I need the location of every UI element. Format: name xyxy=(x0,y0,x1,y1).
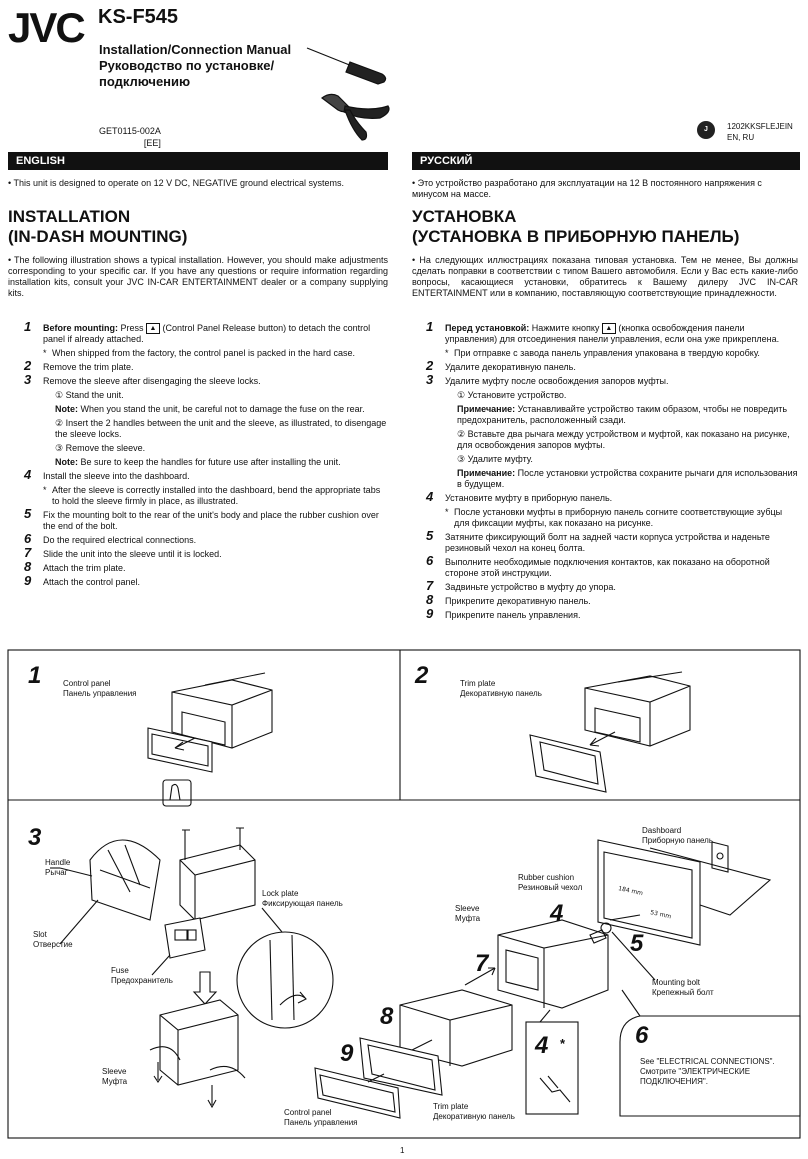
tab-closeup-box xyxy=(525,1021,579,1115)
dim-184: 184 mm xyxy=(618,885,644,897)
model-name: KS-F545 xyxy=(98,6,179,28)
dim-53: 53 mm xyxy=(650,909,672,920)
fig-num-8: 8 xyxy=(380,1003,394,1030)
title-en: Installation/Connection Manual xyxy=(99,42,292,57)
fig3-sleeve-removal xyxy=(149,999,246,1109)
ru-paragraph: • На следующих иллюстрациях показана тип… xyxy=(412,255,799,298)
doc-code-right: 1202KKSFLEJEIN EN, RU xyxy=(727,122,793,142)
en-paragraph: • The following illustration shows a typ… xyxy=(8,255,388,298)
english-bar: ENGLISH xyxy=(8,152,388,170)
brand-logo: JVC xyxy=(8,4,86,51)
fig-num-9: 9 xyxy=(340,1040,354,1067)
fig-num-4: 4 xyxy=(550,900,564,927)
page-number: 1 xyxy=(400,1146,405,1155)
fig-unit-7 xyxy=(399,967,513,1067)
fig-num-7: 7 xyxy=(475,950,489,977)
fig-trim-8 xyxy=(359,1037,443,1096)
pliers-icon xyxy=(320,93,390,141)
fig-num-5: 5 xyxy=(630,930,644,957)
fig-dashboard xyxy=(597,839,772,946)
title-ru-2: подключению xyxy=(99,74,191,89)
arrow-detach xyxy=(174,737,196,749)
title-ru-1: Руководство по установке/ xyxy=(99,58,275,73)
fig3-standing-unit xyxy=(179,827,256,921)
dim-labels: 184 mm 53 mm xyxy=(618,885,672,920)
release-button-icon: ▲ xyxy=(146,323,161,335)
fig-sleeve xyxy=(497,919,609,1009)
doc-code-left: GET0115-002A [EE] xyxy=(99,126,161,148)
ru-heading: УСТАНОВКА(УСТАНОВКА В ПРИБОРНУЮ ПАНЕЛЬ) xyxy=(412,207,740,246)
ru-intro: • Это устройство разработано для эксплуа… xyxy=(412,178,762,199)
en-heading: INSTALLATION(IN-DASH MOUNTING) xyxy=(8,207,188,246)
fig1-unit xyxy=(171,672,273,749)
fig1-control-panel xyxy=(147,727,213,773)
screwdriver-icon xyxy=(306,47,387,85)
fig3-lockplate-closeup xyxy=(236,931,334,1029)
fig-num-1: 1 xyxy=(28,662,42,689)
fig-num-3: 3 xyxy=(28,824,42,851)
fig-bolt xyxy=(589,914,656,981)
leader-lock xyxy=(261,907,283,933)
fig-num-2: 2 xyxy=(415,662,429,689)
tab-icon xyxy=(539,1077,571,1103)
russian-bar: РУССКИЙ xyxy=(412,152,800,170)
fig-num-6: 6 xyxy=(635,1022,649,1049)
fig2-unit xyxy=(584,671,691,747)
fig3-down-arrow xyxy=(192,971,218,1005)
asterisk: * xyxy=(560,1036,566,1051)
en-intro: • This unit is designed to operate on 12… xyxy=(8,178,344,188)
manual-title: Installation/Connection Manual Руководст… xyxy=(99,42,299,90)
release-button-icon: ▲ xyxy=(601,323,616,335)
fig3-fuse-closeup xyxy=(164,917,206,959)
label-see-connections: See "ELECTRICAL CONNECTIONS".Смотрите "Э… xyxy=(640,1057,775,1086)
fig1-hand-icon xyxy=(162,779,192,807)
victor-badge-icon: J xyxy=(697,121,715,139)
arrow-trim xyxy=(589,731,616,746)
fig-num-4b: 4 xyxy=(535,1032,549,1059)
fig2-trim-plate xyxy=(529,731,616,793)
fig3-handle-closeup xyxy=(89,839,161,921)
